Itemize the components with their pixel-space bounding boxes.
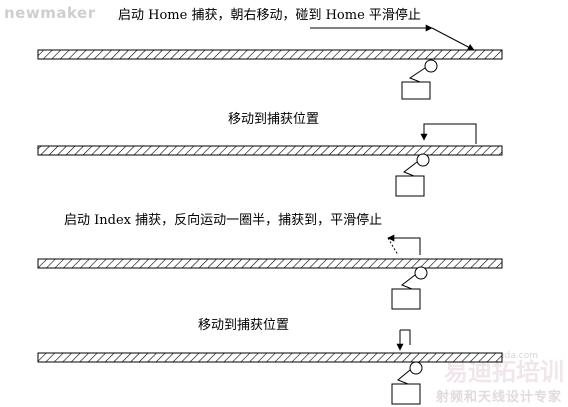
step-3-load-box	[391, 288, 421, 310]
step-2-load-box	[395, 175, 425, 197]
watermark-logo: 易迪拓培训	[444, 358, 564, 386]
step-2-bracket	[420, 123, 477, 144]
step-4-sensor	[409, 361, 423, 375]
step-4-rail	[37, 352, 503, 363]
step-1-caption: 启动 Home 捕获，朝右移动，碰到 Home 平滑停止	[118, 8, 421, 23]
step-1-load-box	[401, 81, 431, 100]
watermark-newmaker: newmaker	[4, 4, 96, 22]
step-1-spring	[408, 67, 426, 83]
step-3-sensor	[414, 266, 428, 280]
step-2-rail	[37, 145, 503, 156]
step-4-caption: 移动到捕获位置	[198, 318, 290, 333]
step-4-short-bracket	[400, 329, 411, 345]
step-1-group	[37, 24, 503, 100]
step-3-caption: 启动 Index 捕获，反向运动一圈半，捕获到，平滑停止	[64, 213, 383, 228]
watermark-site: mweda.com	[483, 351, 538, 361]
step-2-spring	[402, 161, 418, 177]
step-2-group	[37, 123, 503, 197]
step-3-rail	[37, 258, 503, 269]
step-1-rail	[37, 49, 503, 60]
step-3-reverse-arrow	[387, 234, 421, 255]
step-1-home-line	[431, 27, 475, 51]
step-3-group	[37, 234, 503, 310]
step-2-caption: 移动到捕获位置	[228, 112, 320, 127]
step-2-sensor	[416, 153, 430, 167]
watermark-slogan: 射频和天线设计专家	[435, 390, 562, 405]
step-1-sensor	[424, 59, 438, 73]
step-3-spring	[400, 274, 416, 290]
step-3-dashed-path	[387, 237, 399, 256]
step-4-group	[37, 329, 503, 405]
step-4-load-box	[391, 383, 421, 405]
step-4-spring	[397, 369, 411, 385]
